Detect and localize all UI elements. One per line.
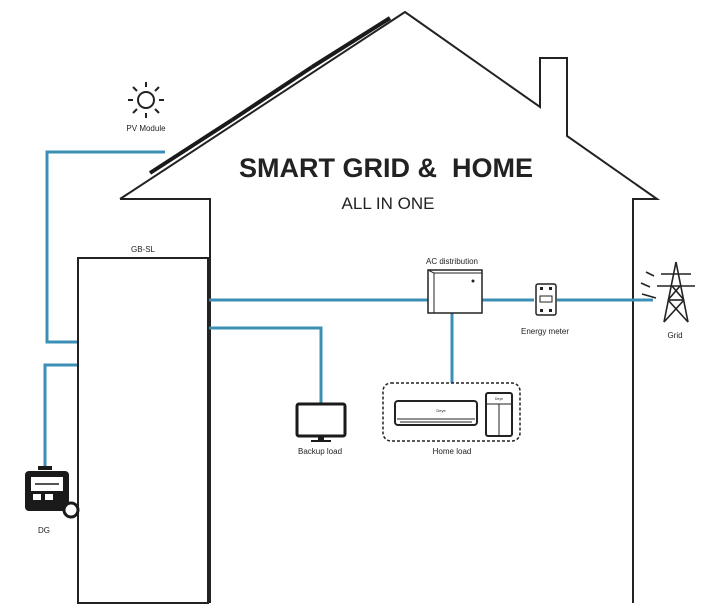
connection-lines <box>43 150 653 470</box>
generator-icon <box>25 466 80 519</box>
energy-meter-icon <box>535 283 557 316</box>
ac-distribution-box <box>427 269 483 314</box>
ac-distribution-label: AC distribution <box>426 257 478 266</box>
backup-load-label: Backup load <box>298 447 342 456</box>
sun-icon <box>128 82 164 118</box>
inverter-cabinet <box>77 257 209 604</box>
dg-label: DG <box>38 526 50 535</box>
fridge-brand-logo: Deye <box>495 397 503 401</box>
house-outline <box>119 10 661 603</box>
grid-label: Grid <box>667 331 682 340</box>
inverter-label: GB-SL <box>131 245 156 254</box>
energy-meter-label: Energy meter <box>521 327 569 336</box>
refrigerator-icon <box>485 392 513 437</box>
ac-brand-logo: Deye <box>436 408 446 413</box>
diagram-subtitle: ALL IN ONE <box>342 194 435 213</box>
pv-module-label: PV Module <box>126 124 166 133</box>
air-conditioner-icon <box>394 400 478 426</box>
diagram-title: SMART GRID & HOME <box>239 153 533 183</box>
monitor-icon <box>295 402 347 442</box>
house-left-eave <box>120 198 211 603</box>
home-load-frame <box>382 382 521 442</box>
grid-tower-icon <box>640 261 695 323</box>
pv-panels <box>148 16 392 175</box>
home-load-label: Home load <box>433 447 472 456</box>
